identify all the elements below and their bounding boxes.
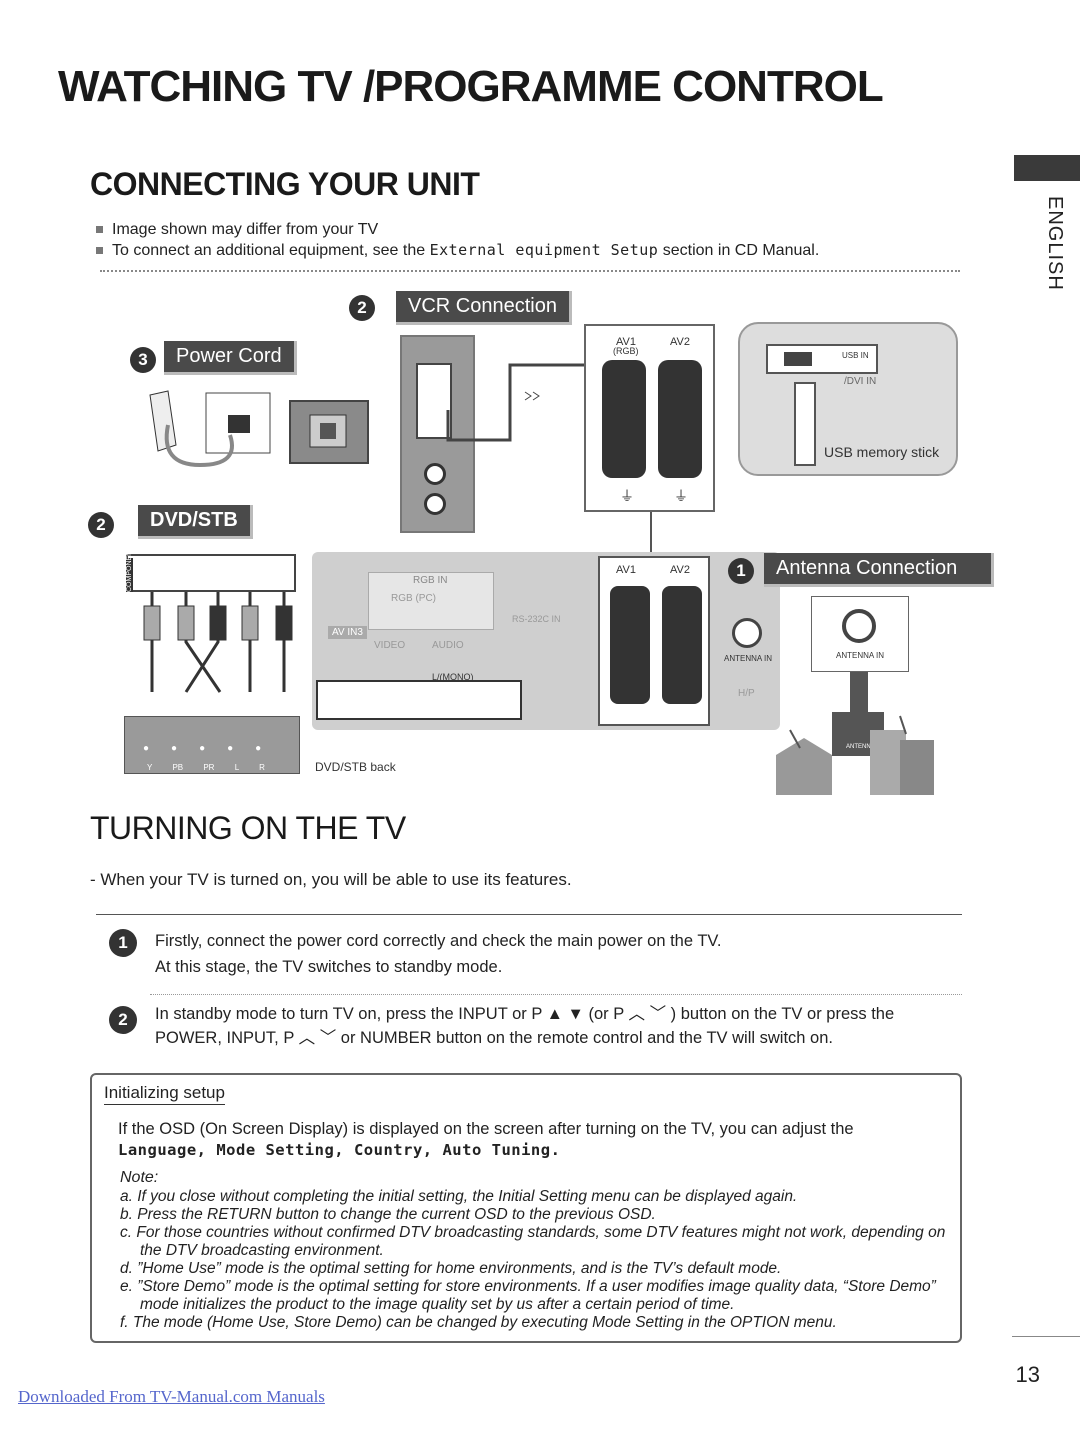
tv-back-panel: RGB IN RGB (PC) RS-232C IN AV IN3 VIDEO … xyxy=(312,552,780,730)
hdmi-label: /DVI IN xyxy=(844,376,877,387)
language-tab-marker xyxy=(1014,155,1080,181)
antenna-port-closeup: ANTENNA IN xyxy=(811,596,909,672)
av1-scart-port xyxy=(602,360,646,478)
av2-scart-port xyxy=(658,360,702,478)
usb-port-box: USB IN xyxy=(766,344,878,374)
scart-panel-top: AV1 (RGB) AV2 ⏚ ⏚ xyxy=(584,324,715,512)
initializing-setup-box: Initializing setup If the OSD (On Screen… xyxy=(90,1073,962,1343)
turning-on-heading: TURNING ON THE TV xyxy=(90,810,406,846)
antenna-step-number: 1 xyxy=(728,558,754,584)
dvd-step-number: 2 xyxy=(88,512,114,538)
footer-download-link[interactable]: Downloaded From TV-Manual.com Manuals xyxy=(18,1387,325,1406)
step-divider xyxy=(150,994,962,995)
initializing-setup-text: If the OSD (On Screen Display) is displa… xyxy=(118,1120,854,1159)
step1-text: Firstly, connect the power cord correctl… xyxy=(155,932,722,976)
antenna-cable xyxy=(850,672,868,712)
usb-stick-label: USB memory stick xyxy=(824,444,940,460)
vcr-rf-out xyxy=(424,463,446,485)
note-b: b. Press the RETURN button to change the… xyxy=(120,1206,656,1223)
page-title: WATCHING TV /PROGRAMME CONTROL xyxy=(58,62,884,111)
component-in-ports xyxy=(316,680,522,720)
dvd-stb-back-panel: ●●●●● Y PB PR L R xyxy=(124,716,300,774)
turning-on-intro: - When your TV is turned on, you will be… xyxy=(90,870,572,889)
note-a: a. If you close without completing the i… xyxy=(120,1188,798,1205)
scart-cable xyxy=(446,363,590,442)
dvd-stb-label: DVD/STB xyxy=(138,505,253,539)
dvd-stb-back-label: DVD/STB back xyxy=(315,760,396,774)
vcr-connection-label: VCR Connection xyxy=(396,291,572,325)
usb-panel: USB IN /DVI IN USB memory stick xyxy=(738,322,958,476)
buildings-icon xyxy=(776,715,934,795)
language-tab: ENGLISH xyxy=(1044,196,1066,291)
antenna-in-port xyxy=(732,618,762,648)
connecting-notes: Image shown may differ from your TV To c… xyxy=(96,219,819,261)
note-d: d. ”Home Use” mode is the optimal settin… xyxy=(120,1260,782,1277)
bullet-image-differs: Image shown may differ from your TV xyxy=(96,219,819,240)
rgb-in-section: RGB IN RGB (PC) xyxy=(368,572,494,630)
scart-panel-bottom: AV1 AV2 xyxy=(598,556,710,726)
section-divider xyxy=(100,270,960,272)
connector-line xyxy=(650,512,652,554)
connecting-heading: CONNECTING YOUR UNIT xyxy=(90,166,480,202)
note-e: e. ”Store Demo” mode is the optimal sett… xyxy=(120,1278,936,1313)
power-step-number: 3 xyxy=(130,347,156,373)
vcr-device xyxy=(400,335,475,533)
vcr-rf-in xyxy=(424,493,446,515)
page-number-rule xyxy=(1012,1336,1080,1337)
bullet-external-equipment: To connect an additional equipment, see … xyxy=(96,240,819,261)
vcr-scart-port xyxy=(416,363,452,439)
external-equipment-setup-ref: External equipment Setup xyxy=(429,241,659,259)
power-cord-illustration xyxy=(149,390,369,468)
note-title: Note: xyxy=(120,1169,159,1186)
usb-memory-stick-icon xyxy=(794,382,816,466)
note-f: f. The mode (Home Use, Store Demo) can b… xyxy=(120,1314,837,1331)
step2-number: 2 xyxy=(109,1006,137,1034)
initializing-setup-title: Initializing setup xyxy=(104,1083,225,1105)
component-cables xyxy=(143,592,293,693)
note-c: c. For those countries without confirmed… xyxy=(120,1224,946,1259)
page-number: 13 xyxy=(1015,1362,1040,1387)
dvd-pin-labels: Y PB PR L R xyxy=(147,763,265,772)
tv-component-ports: COMPONENT xyxy=(126,547,296,592)
power-cord-label: Power Cord xyxy=(164,341,297,375)
vcr-step-number: 2 xyxy=(349,295,375,321)
antenna-connection-label: Antenna Connection xyxy=(764,553,994,587)
step1-number: 1 xyxy=(109,929,137,957)
notes-list: a. If you close without completing the i… xyxy=(120,1188,950,1332)
turning-on-rule xyxy=(96,914,962,915)
step2-text: In standby mode to turn TV on, press the… xyxy=(155,1005,895,1047)
